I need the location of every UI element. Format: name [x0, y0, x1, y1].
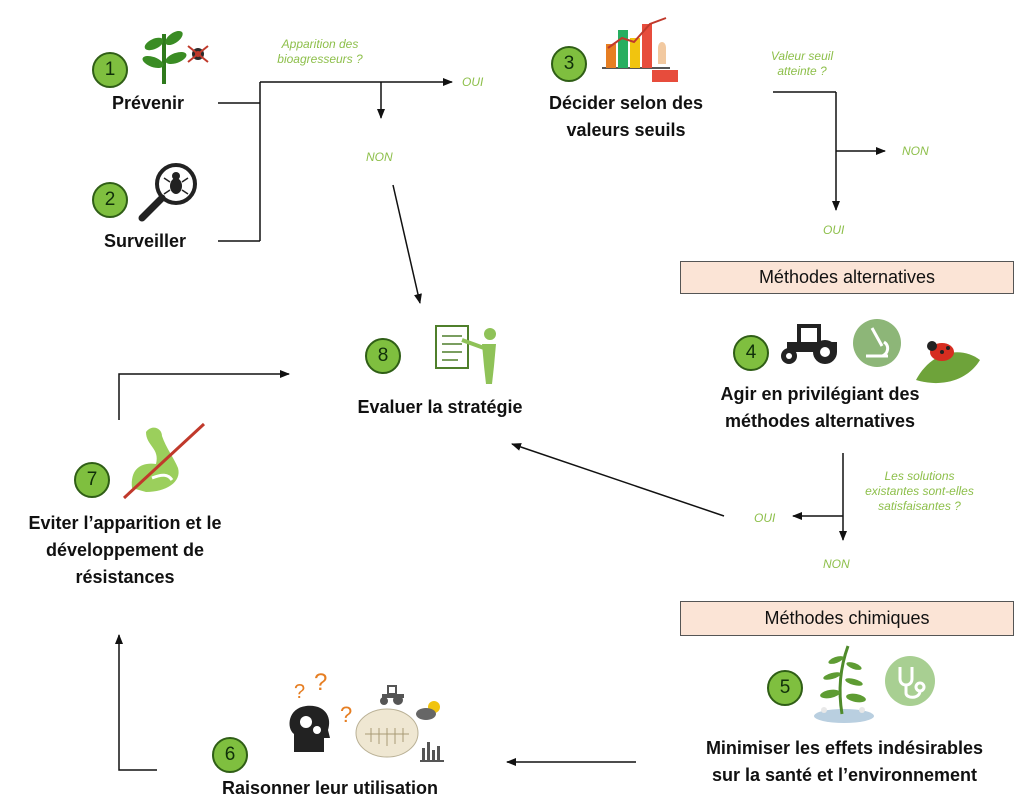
step-3-badge: 3	[551, 46, 587, 82]
answer-non-1: NON	[366, 150, 393, 164]
weather-icon	[416, 701, 440, 720]
step-2-badge: 2	[92, 182, 128, 218]
bar-chart-icon	[420, 742, 444, 762]
step-8-badge: 8	[365, 338, 401, 374]
clipboard-person-icon	[435, 325, 496, 384]
step-4-badge: 4	[733, 335, 769, 371]
answer-oui-2: OUI	[823, 223, 845, 237]
answer-non-3: NON	[823, 557, 850, 571]
svg-text:?: ?	[294, 681, 305, 703]
answer-oui-3: OUI	[754, 511, 776, 525]
tractor-small-icon	[380, 685, 404, 705]
box-methodes-alternatives: Méthodes alternatives	[680, 261, 1014, 294]
plant-pest-icon	[142, 30, 209, 84]
plants-icon	[814, 645, 874, 723]
step-8-label: Evaluer la stratégie	[357, 397, 523, 417]
answer-oui-1: OUI	[462, 75, 484, 89]
step-6-label: Raisonner leur utilisation	[221, 778, 439, 798]
strong-arm-crossed-icon	[122, 422, 206, 500]
step-5-badge: 5	[767, 670, 803, 706]
step-2-label: Surveiller	[103, 231, 187, 251]
magnifier-bug-icon	[138, 163, 197, 222]
microscope-icon	[853, 319, 901, 367]
tractor-icon	[781, 324, 837, 364]
field-circle-icon	[355, 708, 419, 758]
svg-text:?: ?	[314, 669, 327, 696]
ladybug-icon	[916, 341, 980, 384]
head-gears-icon: ? ? ?	[289, 669, 352, 752]
step-7-badge: 7	[74, 462, 110, 498]
stethoscope-icon	[885, 656, 935, 706]
step-1-badge: 1	[92, 52, 128, 88]
answer-non-2: NON	[902, 144, 929, 158]
step-6-badge: 6	[212, 737, 248, 773]
threshold-chart-icon	[602, 17, 678, 82]
step-1-label: Prévenir	[111, 93, 185, 113]
box-methodes-chimiques: Méthodes chimiques	[680, 601, 1014, 636]
svg-text:?: ?	[340, 702, 352, 727]
